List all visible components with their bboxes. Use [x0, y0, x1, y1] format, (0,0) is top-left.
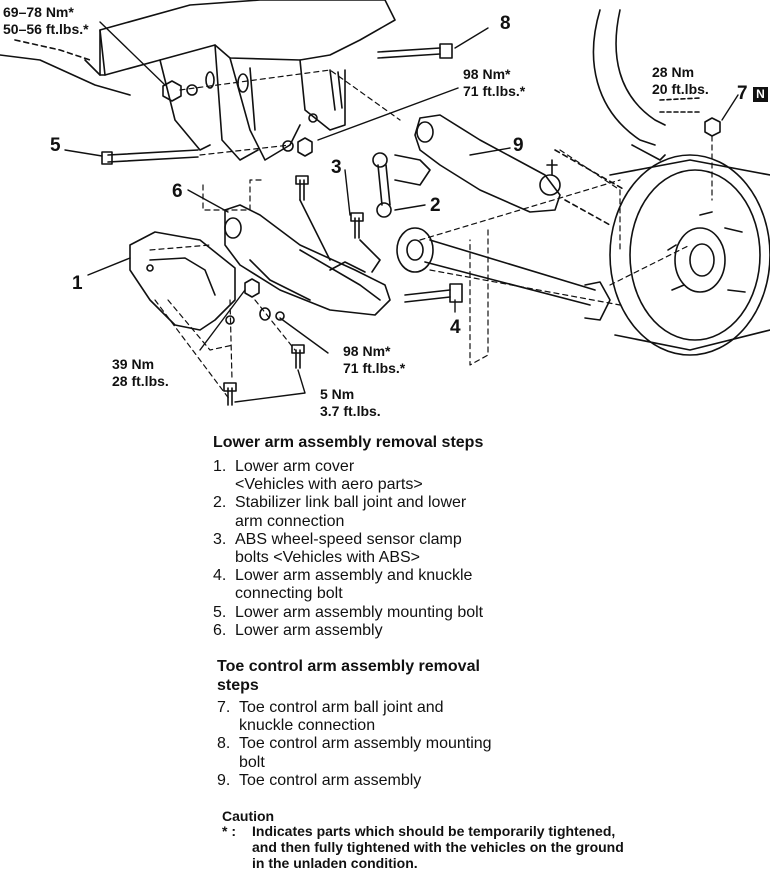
torque-label-cover-bolt: 39 Nm 28 ft.lbs. [112, 356, 169, 389]
caution-text: Indicates parts which should be temporar… [252, 823, 624, 871]
step-item: 3. ABS wheel-speed sensor clamp bolts <Ve… [213, 531, 483, 567]
hub-disc [609, 154, 770, 356]
step-item: 1. Lower arm cover <Vehicles with aero pa… [213, 458, 483, 494]
caution-note: * : Indicates parts which should be temp… [222, 823, 624, 871]
step-item: 7. Toe control arm ball joint and knuckle… [217, 699, 492, 735]
callout-5: 5 [50, 135, 61, 156]
step-item: 6. Lower arm assembly [213, 622, 483, 640]
step-number: 3. [213, 530, 227, 548]
toe-arm-steps-list: 7. Toe control arm ball joint and knuckle… [217, 699, 492, 790]
step-item: 2. Stabilizer link ball joint and lower a… [213, 494, 483, 530]
torque-label-bracket-nut: 69–78 Nm* 50–56 ft.lbs.* [3, 4, 89, 37]
bolts [101, 43, 721, 406]
step-text: Stabilizer link ball joint and lower arm… [235, 494, 467, 530]
step-item: 4. Lower arm assembly and knuckle connect… [213, 567, 483, 603]
step-item: 5. Lower arm assembly mounting bolt [213, 604, 483, 622]
callout-4: 4 [450, 317, 461, 338]
step-number: 1. [213, 458, 227, 475]
step-number: 5. [213, 603, 227, 621]
lower-arm-cover [129, 231, 236, 331]
callout-1: 1 [72, 273, 83, 294]
crossmember [0, 0, 396, 161]
callout-2: 2 [430, 195, 441, 216]
leader-lines [64, 21, 739, 403]
step-item: 9. Toe control arm assembly [217, 772, 492, 790]
step-item: 8. Toe control arm assembly mounting bolt [217, 735, 492, 771]
step-number: 8. [217, 735, 231, 753]
lower-arm-steps-list: 1. Lower arm cover <Vehicles with aero pa… [213, 458, 483, 640]
callout-6: 6 [172, 181, 183, 202]
step-number: 7. [217, 699, 231, 716]
torque-label-clamp-bolt: 5 Nm 3.7 ft.lbs. [320, 386, 381, 419]
callout-8: 8 [500, 13, 511, 34]
callout-7-badge: N [753, 87, 768, 102]
guide-lines [149, 69, 713, 401]
step-text: Lower arm assembly mounting bolt [235, 603, 484, 621]
step-text: ABS wheel-speed sensor clamp bolts <Vehi… [235, 530, 462, 567]
step-text: Lower arm assembly [235, 621, 383, 639]
step-text: Toe control arm ball joint and knuckle c… [239, 699, 444, 735]
step-number: 9. [217, 771, 231, 789]
step-number: 2. [213, 494, 227, 512]
torque-label-lower-arm-bolt: 98 Nm* 71 ft.lbs.* [343, 343, 406, 376]
torque-label-toe-arm-bolt: 98 Nm* 71 ft.lbs.* [463, 66, 526, 99]
diagram-drawing [0, 0, 770, 406]
step-number: 4. [213, 567, 227, 585]
torque-label-ball-joint-nut: 28 Nm 20 ft.lbs. [652, 64, 709, 97]
stabilizer-link [372, 152, 431, 218]
toe-arm-heading: Toe control arm assembly removal steps [217, 658, 480, 694]
caution-mark: * : [222, 823, 236, 839]
step-number: 6. [213, 621, 227, 639]
caution-title: Caution [222, 808, 275, 824]
step-text: Lower arm assembly and knuckle connectin… [235, 567, 473, 603]
knuckle-bushing [396, 227, 611, 321]
toe-control-arm [414, 114, 626, 226]
stabilizer-bar [592, 9, 701, 161]
callout-3: 3 [331, 157, 342, 178]
step-text: Toe control arm assembly [239, 771, 422, 789]
callout-7: 7 [737, 83, 748, 104]
step-text: Lower arm cover <Vehicles with aero part… [235, 458, 423, 494]
callout-9: 9 [513, 135, 524, 156]
lower-arm-heading: Lower arm assembly removal steps [213, 434, 484, 451]
lower-arm [224, 199, 391, 316]
step-text: Toe control arm assembly mounting bolt [239, 735, 492, 771]
exploded-suspension-diagram: 69–78 Nm* 50–56 ft.lbs.* 98 Nm* 71 ft.lb… [0, 0, 770, 425]
